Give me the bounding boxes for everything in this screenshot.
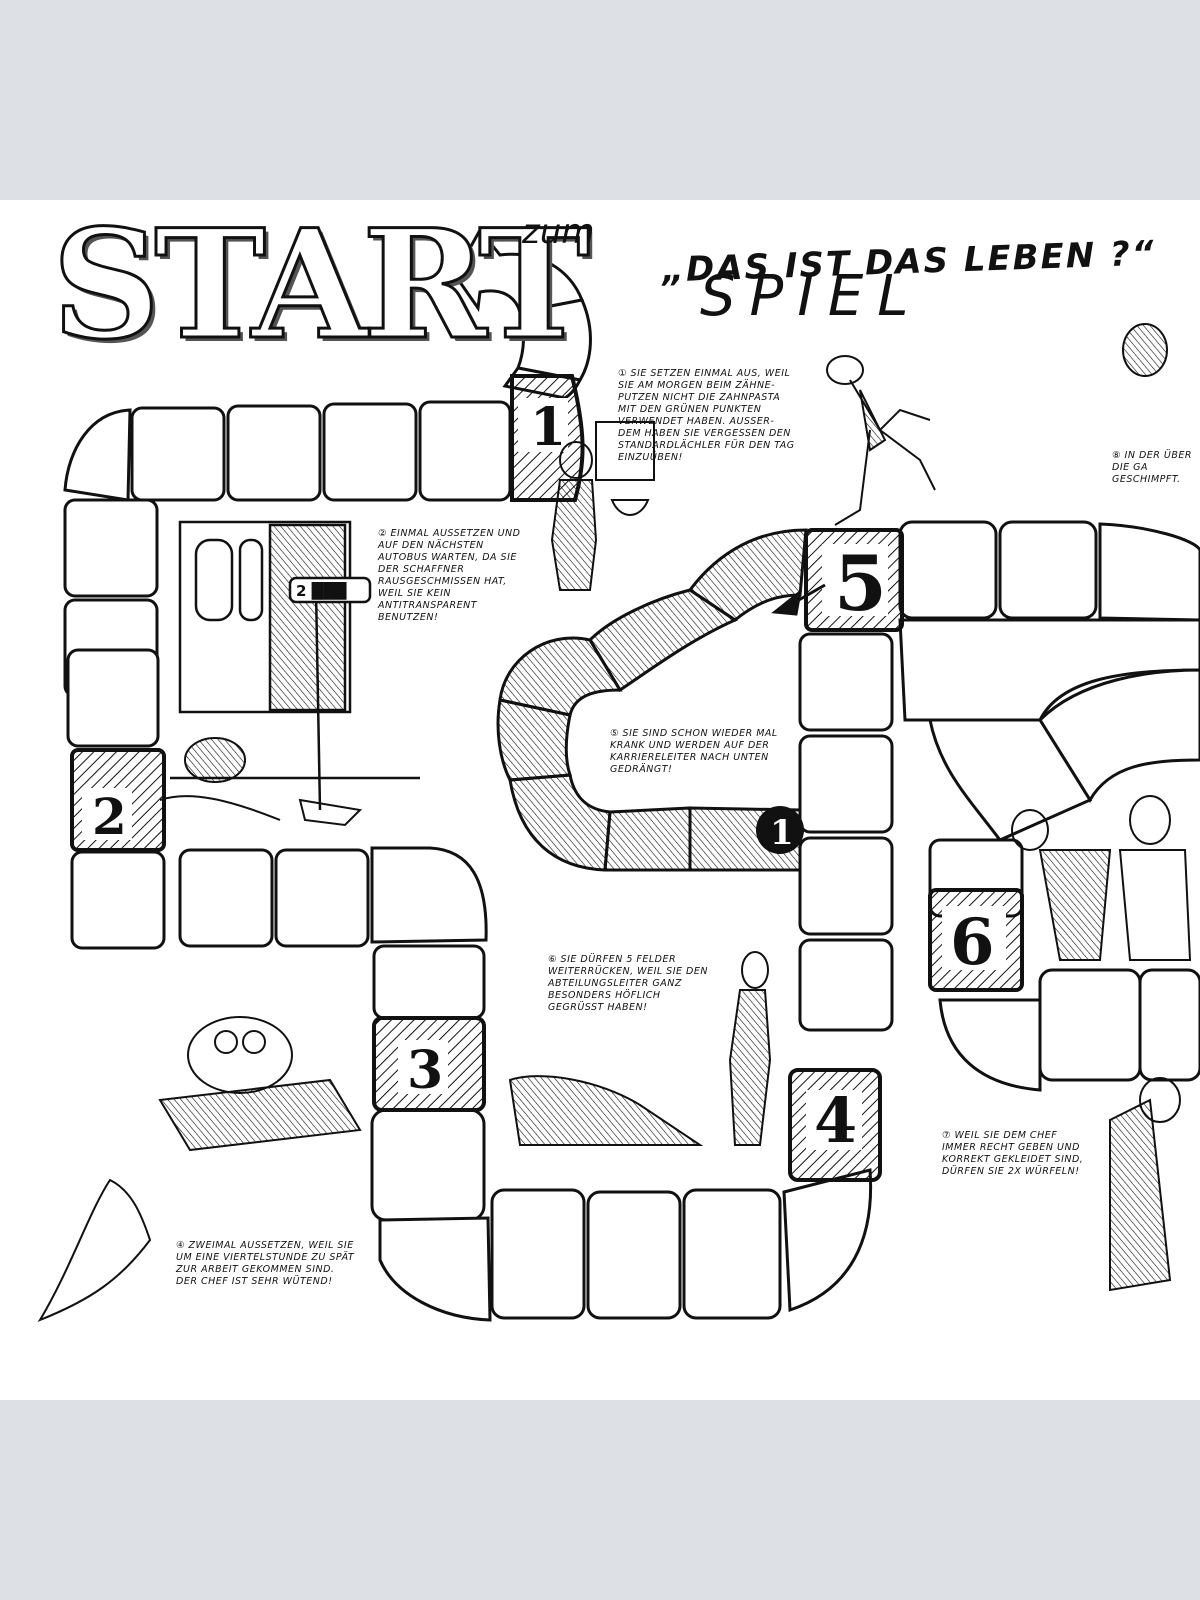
title-zum: zum [522,212,595,252]
field-3-number: 3 [407,1040,443,1101]
field-6-number: 6 [950,905,995,980]
path-squares [63,400,1200,1322]
note-8: ⑧ IN DER ÜBER DIE GA GESCHIMPFT. [1112,450,1192,485]
game-board-sheet: 1 2 3 4 5 6 1 2 ███ [0,200,1200,1400]
field-2[interactable] [70,748,166,852]
bus-window-illustration [170,520,420,811]
note-2: ② EINMAL AUSSETZEN UND AUF DEN NÄCHSTEN … [378,528,521,623]
field-3[interactable] [372,1016,486,1112]
field-6[interactable] [928,888,1024,992]
field-black-1-number: 1 [770,813,794,853]
drop-arrow-icon [771,583,826,616]
note-6: ⑥ SIE DÜRFEN 5 FELDER WEITERRÜCKEN, WEIL… [548,954,708,1013]
bus-stop-sign: 2 ███ [296,581,347,600]
spiel-title: SPIEL [700,264,923,329]
game-board: 1 2 3 4 5 6 1 2 ███ [37,227,1200,1323]
hatched-path [496,528,808,872]
field-5[interactable] [804,528,904,632]
boss-men-illustration [1011,323,1192,1292]
note-1: ① SIE SETZEN EINMAL AUS, WEIL SIE AM MOR… [618,368,795,463]
running-man-illustration [826,355,936,526]
field-5-number: 5 [834,539,887,628]
bowing-man-illustration [508,951,772,1146]
sick-man-illustration [159,737,363,827]
field-black-1[interactable] [756,806,804,854]
field-1-number: 1 [530,397,566,458]
note-5: ⑤ SIE SIND SCHON WIEDER MAL KRANK UND WE… [610,728,778,775]
field-1[interactable] [510,374,585,502]
note-4: ④ ZWEIMAL AUSSETZEN, WEIL SIE UM EINE VI… [176,1240,355,1287]
note-7: ⑦ WEIL SIE DEM CHEF IMMER RECHT GEBEN UN… [942,1130,1084,1177]
field-4[interactable] [788,1068,882,1182]
field-4-number: 4 [814,1084,857,1157]
late-worker-illustration [37,1016,362,1323]
brushing-teeth-illustration [550,421,655,591]
field-2-number: 2 [92,787,127,846]
start-title: START [51,200,592,373]
